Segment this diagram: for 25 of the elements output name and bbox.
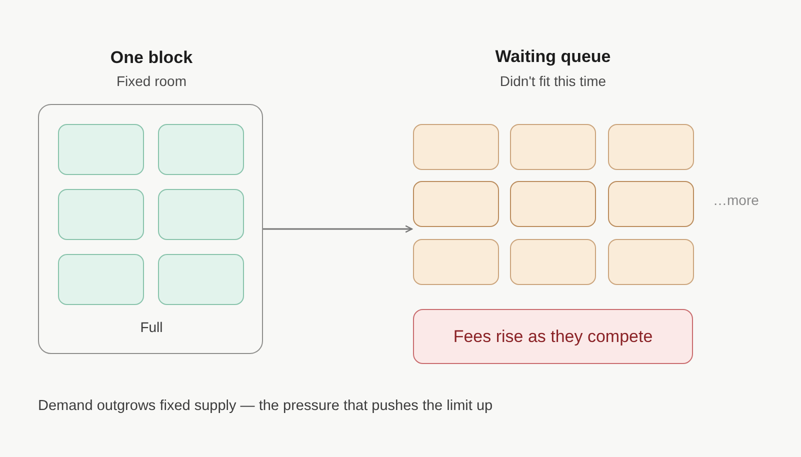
column-subheading: Fixed room: [116, 72, 187, 91]
queued-tile: [413, 124, 499, 170]
slot-tile: [58, 189, 144, 240]
queued-tile: [510, 181, 596, 227]
slot-tile: [158, 189, 244, 240]
slot-tile: [58, 254, 144, 305]
queued-tile: [608, 239, 694, 285]
queued-tile: [510, 124, 596, 170]
arrow: [263, 225, 413, 233]
queued-tile: [608, 181, 694, 227]
column-heading: One block: [110, 47, 193, 69]
slot-tile: [58, 124, 144, 175]
callout-text: Fees rise as they compete: [453, 326, 653, 348]
column-subheading: Didn't fit this time: [500, 72, 606, 91]
caption: Demand outgrows fixed supply — the pressure that pushes the limit up: [38, 398, 493, 414]
queued-tile: [413, 239, 499, 285]
queued-tile: [413, 181, 499, 227]
status-label: Full: [140, 318, 163, 337]
queued-tile: [510, 239, 596, 285]
queued-tile: [608, 124, 694, 170]
more-note: …more: [713, 192, 759, 208]
column-heading: Waiting queue: [495, 46, 611, 68]
callout-box: [413, 309, 693, 364]
slot-tile: [158, 254, 244, 305]
slot-tile: [158, 124, 244, 175]
